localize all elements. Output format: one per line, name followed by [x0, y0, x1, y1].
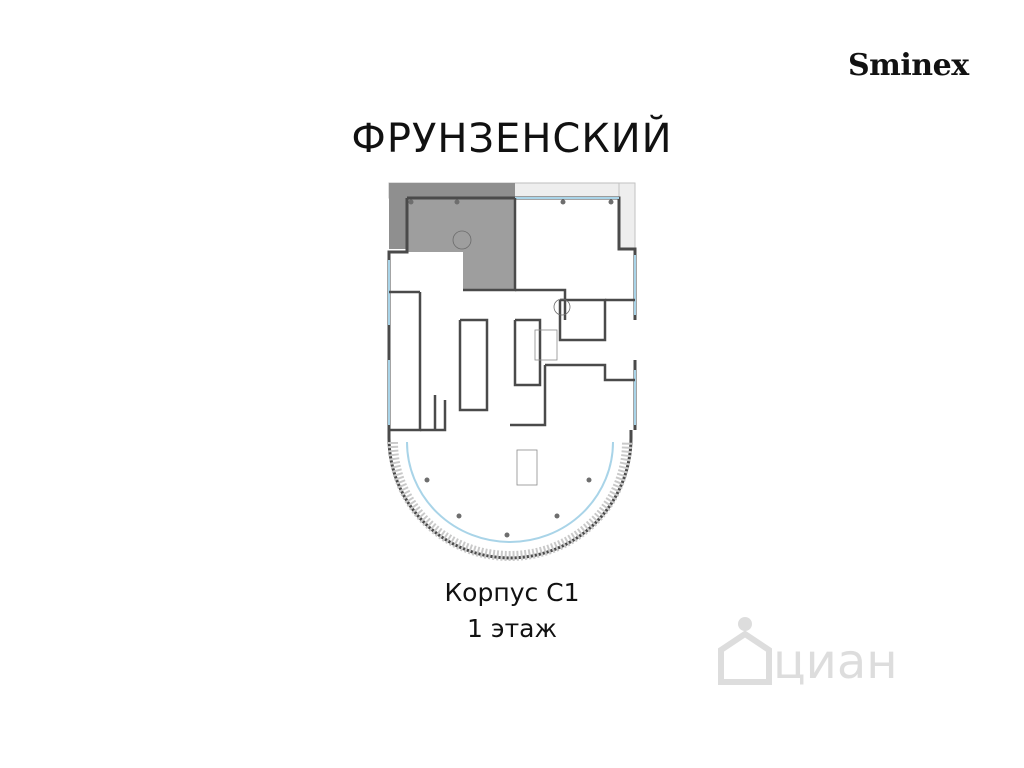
floor-caption: 1 этаж: [467, 614, 557, 643]
building-caption: Корпус С1: [444, 578, 580, 607]
watermark-text: циан: [773, 634, 898, 690]
cian-watermark: циан: [715, 612, 925, 692]
floor-plan-drawing: [387, 182, 637, 561]
cian-house-icon: [718, 617, 772, 685]
terrace-dark: [389, 183, 515, 198]
spiral-stair-right: [553, 298, 571, 316]
rotunda-glazing: [406, 441, 614, 543]
highlighted-room: [407, 198, 515, 290]
floor-plan: [375, 180, 645, 565]
brand-logo: Sminex: [848, 48, 969, 83]
page-title: ФРУНЗЕНСКИЙ: [351, 116, 673, 162]
outer-wall-left: [387, 198, 409, 430]
rotunda-terrace: [388, 441, 632, 561]
terrace-left-dark: [389, 183, 407, 249]
spiral-stair-left: [452, 230, 472, 250]
stair-core: [534, 329, 558, 361]
stair-lower: [516, 449, 538, 486]
terrace-right: [618, 182, 636, 250]
rotunda-outer: [387, 430, 633, 560]
